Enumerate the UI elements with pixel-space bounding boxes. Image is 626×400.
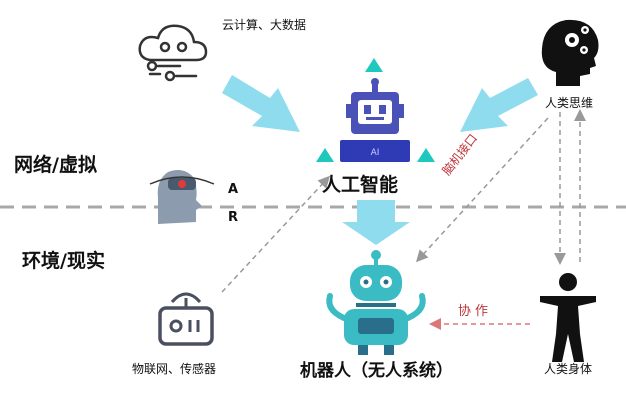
ai-to-robot-arrow: [342, 200, 410, 245]
thinking-to-robot-dashed-arrow: [415, 117, 549, 263]
ar-letter-r: R: [228, 210, 239, 225]
human-body-icon: [540, 273, 596, 362]
physical-robot-icon: [326, 250, 426, 355]
human-thinking-label: 人类思维: [545, 96, 594, 110]
human-thinking-icon: [541, 19, 599, 86]
ai-robot-icon: AI: [340, 78, 410, 162]
cloud-to-ai-arrow: [222, 75, 300, 132]
triangle-top: [365, 58, 383, 72]
collaboration-label: 协作: [458, 304, 493, 319]
robot-label: 机器人（无人系统）: [300, 361, 453, 381]
cloud-data-label: 云计算、大数据: [222, 18, 307, 32]
ai-chip-text: AI: [371, 148, 380, 158]
iot-device-icon: [158, 292, 214, 346]
cloud-data-icon: [138, 24, 208, 82]
ar-letter-a: A: [228, 182, 239, 197]
human-body-label: 人类身体: [544, 362, 593, 376]
triangle-left: [316, 148, 334, 162]
ar-headset-person-icon: [149, 170, 215, 224]
triangle-right: [417, 148, 435, 162]
virtual-region-label: 网络/虚拟: [14, 154, 97, 176]
iot-sensor-label: 物联网、传感器: [132, 362, 217, 376]
ai-center-label: 人工智能: [322, 174, 399, 196]
ar-to-ai-dashed-arrow: [221, 175, 331, 293]
thinking-to-ai-arrow: [460, 78, 538, 132]
real-region-label: 环境/现实: [22, 250, 105, 272]
